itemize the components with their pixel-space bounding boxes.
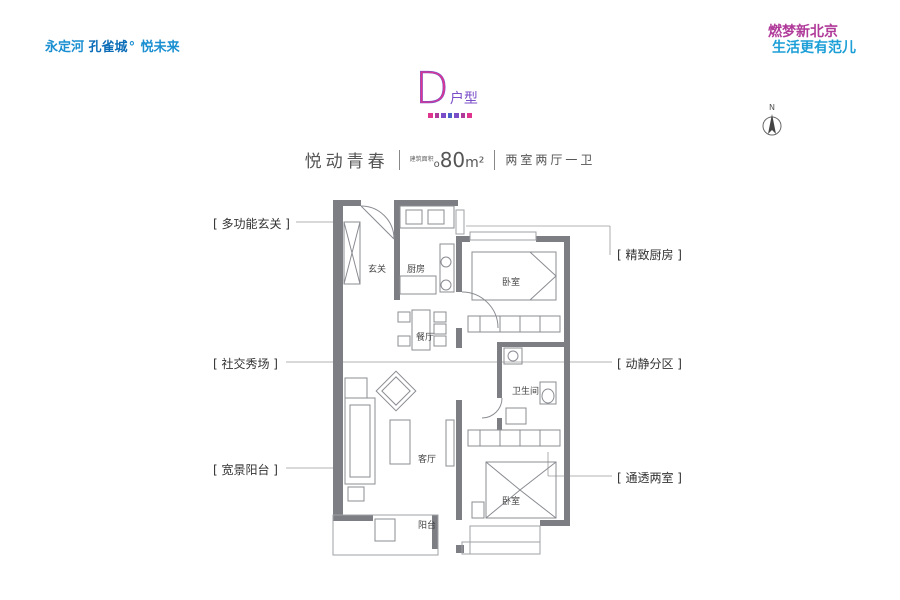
bedroom-bottom-furniture [467,429,561,519]
callout-fine-kitchen: [ 精致厨房 ] [617,248,682,262]
callout-zoning: [ 动静分区 ] [617,357,682,371]
callout-two-bedrooms: [ 通透两室 ] [617,471,682,485]
brand-dot-icon: ° [128,40,136,55]
brand-slogan: 燃梦新北京 生活更有范儿 [768,24,878,56]
room-label-kitchen: 厨房 [407,265,426,275]
area-value-group: o80m² [434,148,485,172]
area-unit: m² [465,154,485,171]
compass-arrow-icon [762,114,782,136]
callout-multifunction-foyer: [ 多功能玄关 ] [213,217,290,231]
walls [333,200,570,553]
slogan-line2: 生活更有范儿 [772,40,856,56]
divider [398,149,400,170]
room-label-bathroom: 卫生间 [512,387,540,397]
title-decoration [428,113,473,118]
dining-table [397,309,447,351]
brand-name-part1: 永定河 [45,40,85,55]
room-label-balcony: 阳台 [418,521,437,531]
brand-name-part3: 悦未来 [140,40,180,55]
area-prefix-icon: o [433,158,440,170]
room-label-bedroom-top: 卧室 [502,278,521,288]
divider [494,149,496,170]
bathroom-fixtures [481,347,557,425]
foyer-cabinet [343,205,395,285]
compass: N [760,103,784,142]
room-label-living: 客厅 [418,455,437,465]
room-label-bedroom-bottom: 卧室 [502,497,521,507]
brand-name-part2: 孔雀城 [88,40,128,55]
unit-name: 悦动青春 [304,152,389,172]
bedroom-top-furniture [461,251,561,333]
room-label-foyer: 玄关 [368,265,387,275]
compass-north-label: N [769,103,775,112]
callout-wide-balcony: [ 宽景阳台 ] [213,463,278,477]
room-label-dining: 餐厅 [416,333,435,343]
slogan-line1: 燃梦新北京 [768,24,838,40]
callout-social-space: [ 社交秀场 ] [213,357,278,371]
kitchen-fixtures [399,205,455,295]
unit-type-title: D户型 [415,66,478,111]
unit-type-suffix: 户型 [449,91,478,107]
unit-info-line: 悦动青春 建筑面积 o80m² 两室两厅一卫 [0,147,900,173]
room-summary: 两室两厅一卫 [505,153,596,167]
unit-type-letter: D [415,63,449,114]
area-value: 80 [439,147,466,172]
area-caption: 建筑面积 [409,156,434,163]
balcony-outlines [332,209,541,556]
brand-logo-left: 永定河 孔雀城° 悦未来 [45,36,180,55]
living-furniture [344,370,455,542]
